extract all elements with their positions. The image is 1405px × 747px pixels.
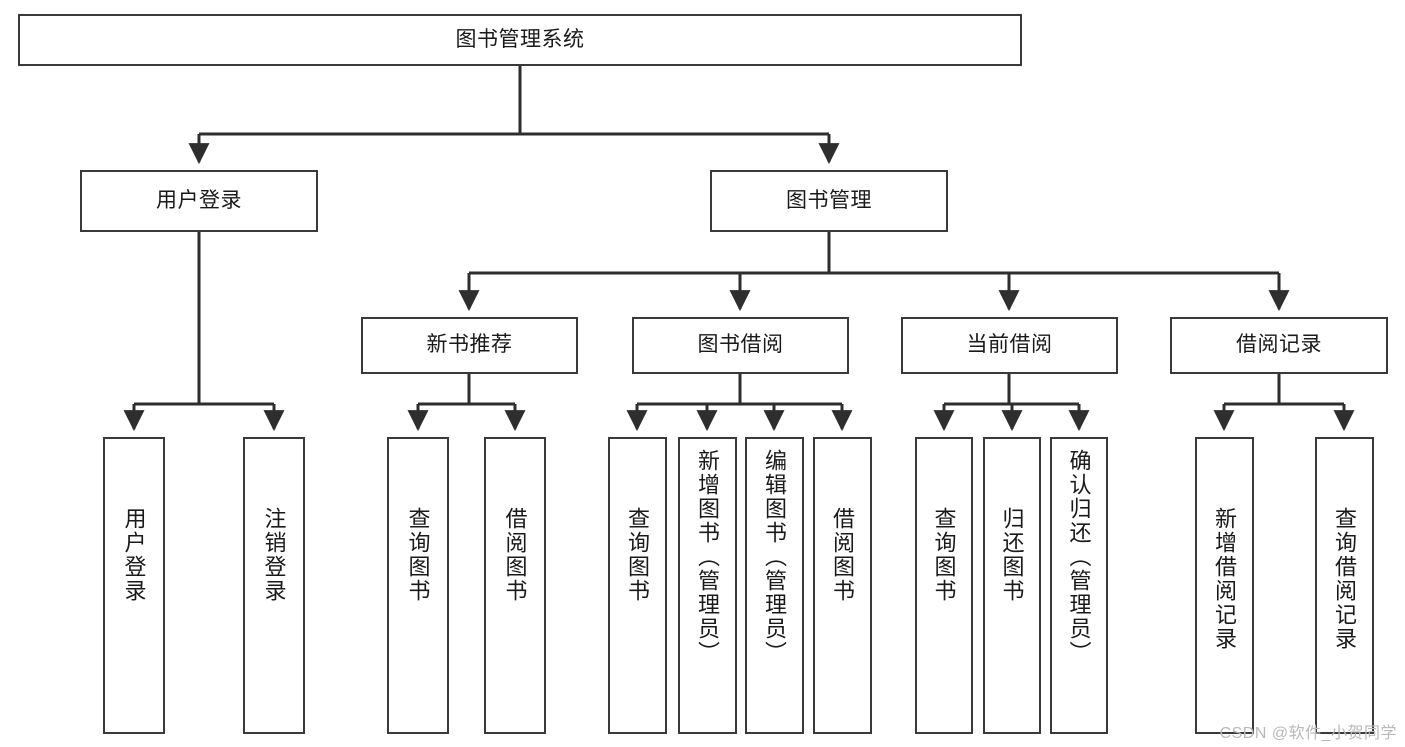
node-book-manage-label: 图书管理 bbox=[786, 188, 872, 212]
node-leaf-add-record-label: 新增借阅记录 bbox=[1212, 507, 1238, 651]
node-leaf-borrow-book-2[interactable]: 借阅图书 bbox=[813, 437, 872, 734]
node-book-manage[interactable]: 图书管理 bbox=[710, 170, 948, 232]
node-leaf-add-record[interactable]: 新增借阅记录 bbox=[1195, 437, 1254, 734]
node-leaf-return-book-label: 归还图书 bbox=[999, 507, 1025, 603]
node-leaf-user-logout[interactable]: 注销登录 bbox=[243, 437, 305, 734]
node-leaf-confirm-return[interactable]: 确认归还（管理员） bbox=[1050, 437, 1108, 734]
node-borrow-record[interactable]: 借阅记录 bbox=[1170, 317, 1388, 374]
node-new-book-recommend-label: 新书推荐 bbox=[426, 333, 513, 357]
node-leaf-query-book-1-label: 查询图书 bbox=[405, 507, 431, 603]
node-leaf-query-book-1[interactable]: 查询图书 bbox=[387, 437, 449, 734]
node-leaf-user-login-label: 用户登录 bbox=[121, 507, 147, 603]
node-leaf-edit-book[interactable]: 编辑图书（管理员） bbox=[745, 437, 804, 734]
node-leaf-confirm-return-label: 确认归还（管理员） bbox=[1066, 449, 1092, 665]
node-user-login[interactable]: 用户登录 bbox=[80, 170, 318, 232]
node-leaf-borrow-book-2-label: 借阅图书 bbox=[830, 507, 856, 603]
node-leaf-add-book-label: 新增图书（管理员） bbox=[695, 449, 721, 665]
node-root-label: 图书管理系统 bbox=[455, 27, 585, 51]
node-leaf-query-record[interactable]: 查询借阅记录 bbox=[1315, 437, 1374, 734]
node-leaf-query-record-label: 查询借阅记录 bbox=[1332, 507, 1358, 651]
node-leaf-user-login[interactable]: 用户登录 bbox=[103, 437, 165, 734]
node-user-login-label: 用户登录 bbox=[156, 188, 242, 212]
node-leaf-query-book-2[interactable]: 查询图书 bbox=[608, 437, 667, 734]
node-borrow-record-label: 借阅记录 bbox=[1236, 333, 1322, 357]
node-book-borrow-label: 图书借阅 bbox=[697, 333, 784, 357]
node-leaf-return-book[interactable]: 归还图书 bbox=[983, 437, 1041, 734]
node-leaf-add-book[interactable]: 新增图书（管理员） bbox=[678, 437, 737, 734]
node-current-borrow-label: 当前借阅 bbox=[966, 333, 1053, 357]
node-leaf-borrow-book-1-label: 借阅图书 bbox=[502, 507, 528, 603]
node-leaf-borrow-book-1[interactable]: 借阅图书 bbox=[484, 437, 546, 734]
node-current-borrow[interactable]: 当前借阅 bbox=[901, 317, 1118, 374]
node-leaf-query-book-3[interactable]: 查询图书 bbox=[915, 437, 973, 734]
node-leaf-user-logout-label: 注销登录 bbox=[261, 507, 287, 603]
node-leaf-query-book-3-label: 查询图书 bbox=[931, 507, 957, 603]
node-new-book-recommend[interactable]: 新书推荐 bbox=[361, 317, 578, 374]
node-leaf-query-book-2-label: 查询图书 bbox=[625, 507, 651, 603]
node-root[interactable]: 图书管理系统 bbox=[18, 14, 1022, 66]
node-book-borrow[interactable]: 图书借阅 bbox=[632, 317, 849, 374]
node-leaf-edit-book-label: 编辑图书（管理员） bbox=[762, 449, 788, 665]
